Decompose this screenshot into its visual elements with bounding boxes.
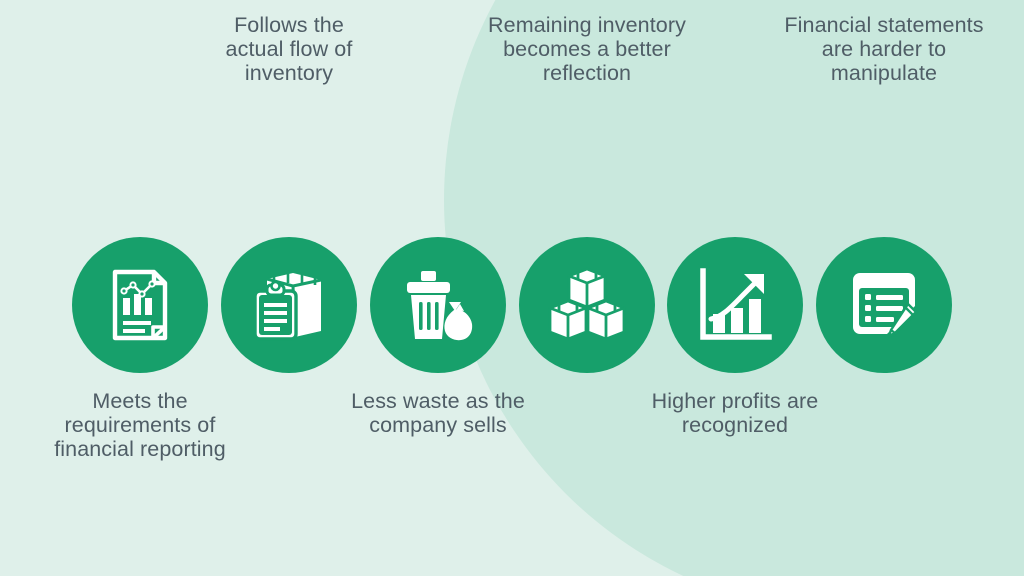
growth-bar-chart-icon <box>697 267 773 343</box>
icon-badge <box>221 237 357 373</box>
icon-badge <box>72 237 208 373</box>
document-chart-icon <box>102 267 178 343</box>
box-clipboard-icon <box>249 265 329 345</box>
icon-badge <box>519 237 655 373</box>
item-caption: Financial statements are harder to manip… <box>784 12 984 85</box>
icon-badge <box>370 237 506 373</box>
item-caption: Less waste as the company sells <box>351 389 525 438</box>
item-caption: Meets the requirements of financial repo… <box>54 389 226 462</box>
item-caption: Follows the actual flow of inventory <box>225 12 353 85</box>
item-caption: Remaining inventory becomes a better ref… <box>488 12 686 85</box>
trash-bin-bag-icon <box>399 266 477 344</box>
icon-badge <box>667 237 803 373</box>
stacked-boxes-icon <box>547 266 627 344</box>
item-caption: Higher profits are recognized <box>651 389 819 438</box>
checklist-pencil-icon <box>845 266 923 344</box>
icon-badge <box>816 237 952 373</box>
